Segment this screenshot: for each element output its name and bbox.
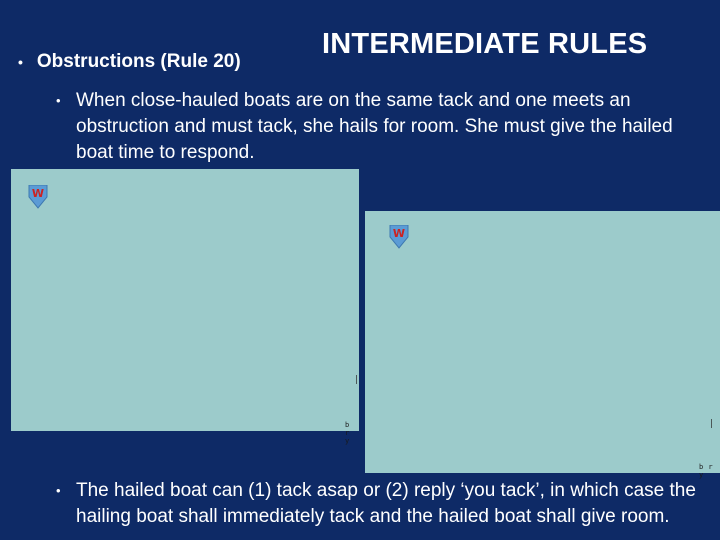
wind-arrow-icon: W bbox=[27, 185, 49, 209]
paragraph-2: • The hailed boat can (1) tack asap or (… bbox=[56, 478, 712, 530]
diagram-credit: b r y bbox=[345, 421, 350, 445]
paragraph-1-text: When close-hauled boats are on the same … bbox=[76, 90, 673, 163]
diagram-1: W | b r y bbox=[11, 169, 359, 445]
wind-label: W bbox=[31, 187, 45, 200]
section-heading: Obstructions (Rule 20) bbox=[36, 51, 241, 72]
edge-mark: | bbox=[355, 375, 359, 385]
wind-arrow-icon: W bbox=[388, 225, 410, 249]
paragraph-1: • When close-hauled boats are on the sam… bbox=[56, 88, 712, 166]
bullet-icon: • bbox=[56, 483, 61, 498]
diagram-credit: b r y bbox=[699, 463, 714, 479]
wind-label: W bbox=[392, 227, 406, 240]
slide-title: INTERMEDIATE RULES bbox=[322, 28, 648, 60]
bullet-icon: • bbox=[18, 54, 23, 70]
diagram-2: W | b r y bbox=[365, 211, 720, 479]
heading-bullet: • Obstructions (Rule 20) bbox=[18, 50, 241, 74]
edge-mark: | bbox=[710, 419, 714, 429]
bullet-icon: • bbox=[56, 93, 61, 108]
paragraph-2-text: The hailed boat can (1) tack asap or (2)… bbox=[76, 480, 696, 527]
